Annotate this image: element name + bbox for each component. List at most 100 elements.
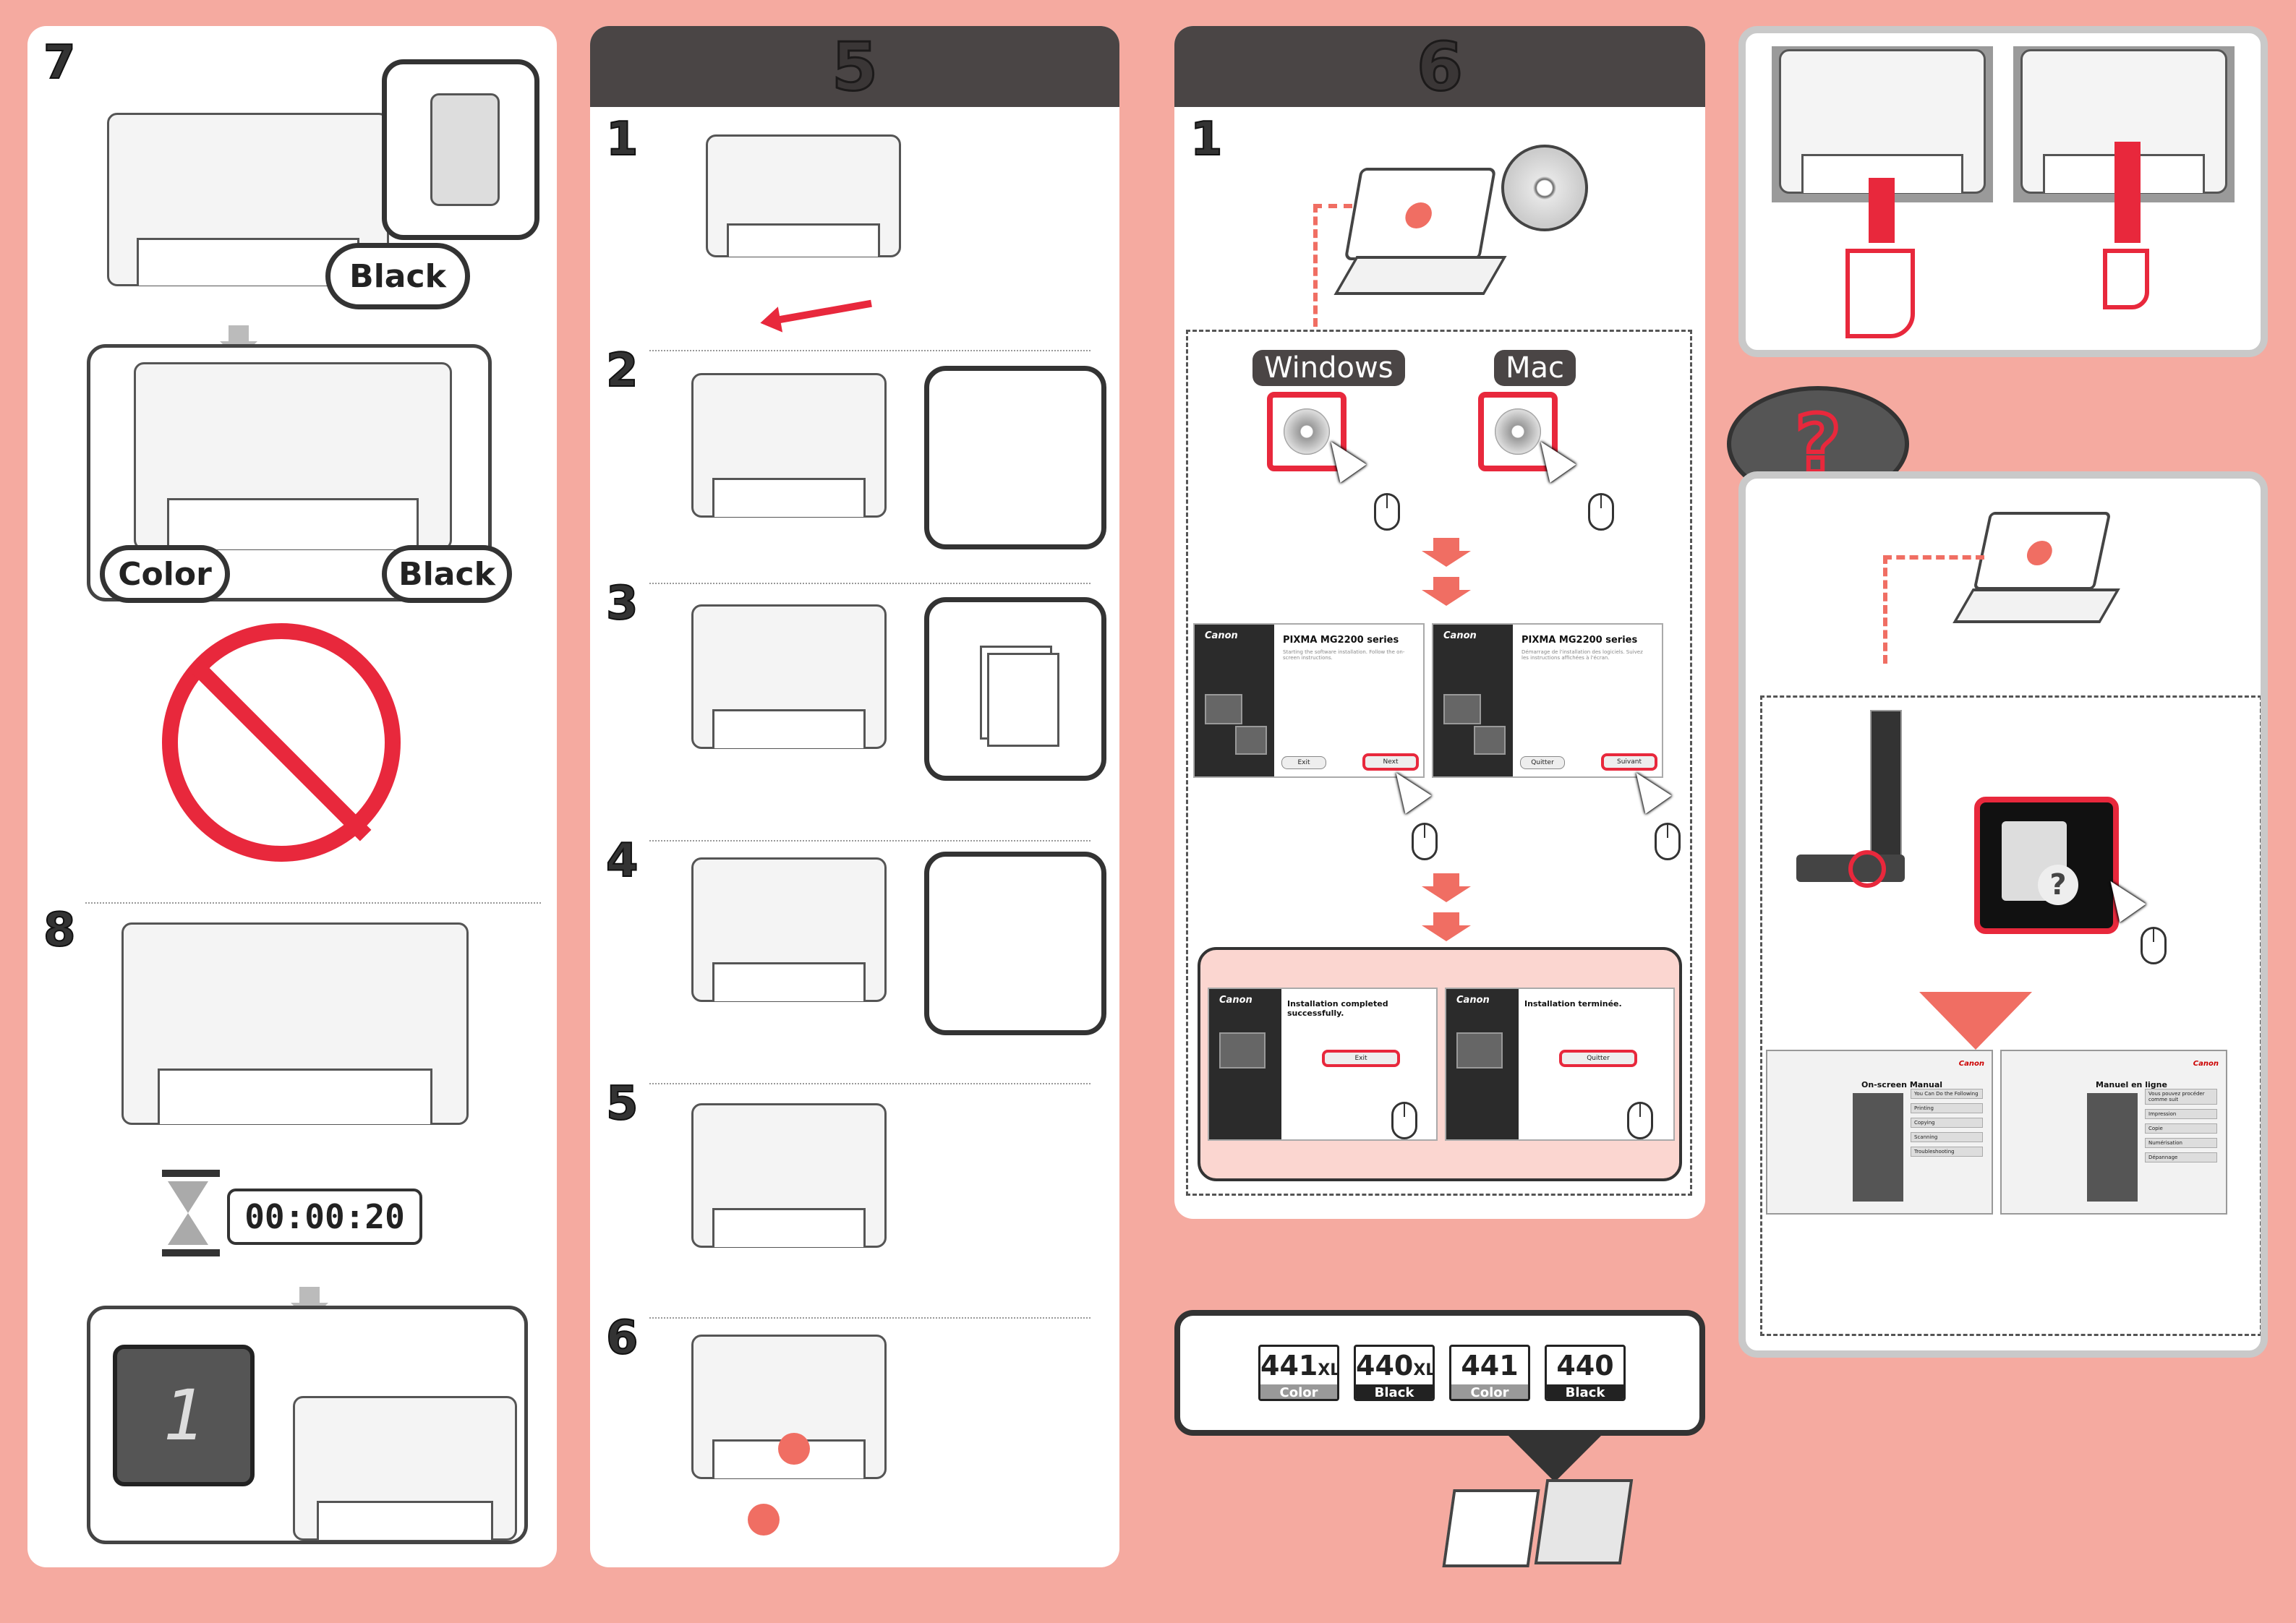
- mouse-icon: [1391, 1102, 1417, 1139]
- zoom-box-step-3: [924, 597, 1106, 781]
- done-screen-title: Installation terminée.: [1524, 999, 1622, 1009]
- divider: [649, 583, 1091, 584]
- down-arrow-icon: [1422, 538, 1471, 567]
- ink-label: Color: [1451, 1384, 1528, 1399]
- ink-card-440xl: 440XL Black: [1354, 1345, 1435, 1401]
- section-header-6: 6: [1174, 26, 1705, 107]
- manual-menu-item[interactable]: Impression: [2145, 1109, 2217, 1119]
- section-number-6: 6: [1415, 27, 1464, 106]
- thumbnail: [1235, 726, 1267, 755]
- setup-screen-fr: Canon PIXMA MG2200 series Démarrage de l…: [1432, 623, 1663, 778]
- help-shortcut-icon[interactable]: [1848, 850, 1886, 888]
- install-frame: [1186, 330, 1692, 1196]
- manual-menu-item[interactable]: Numérisation: [2145, 1138, 2217, 1148]
- manual-en: Canon On-screen Manual You Can Do the Fo…: [1766, 1050, 1993, 1215]
- ink-number: 440XL: [1356, 1347, 1433, 1384]
- manual-icon-zoom[interactable]: ?: [1974, 797, 2119, 934]
- printer-step-4: [691, 857, 887, 1002]
- manual-menu-item[interactable]: Vous pouvez procéder comme suit: [2145, 1089, 2217, 1105]
- step-5-4: 4: [605, 834, 639, 888]
- setup-screen-subtitle: Démarrage de l'installation des logiciel…: [1522, 649, 1643, 661]
- section-number-5: 5: [830, 27, 879, 106]
- exit-button[interactable]: Exit: [1322, 1050, 1400, 1067]
- manual-menu-item[interactable]: Printing: [1911, 1103, 1983, 1113]
- section-header-5: 5: [590, 26, 1119, 107]
- label-color: Color: [100, 545, 230, 603]
- ink-label: Color: [1260, 1384, 1337, 1399]
- canon-logo: Canon: [2193, 1060, 2219, 1068]
- divider: [649, 350, 1091, 351]
- done-screen-title: Installation completed successfully.: [1287, 999, 1388, 1018]
- ink-cartridge-panel: 441XL Color 440XL Black 441 Color 440 Bl…: [1174, 1310, 1705, 1436]
- quit-button[interactable]: Quitter: [1520, 756, 1565, 769]
- zoom-box-step-2: [924, 366, 1106, 549]
- ink-number-value: 441: [1260, 1350, 1318, 1382]
- paper-stack-icon: [987, 653, 1059, 747]
- panel-section-5: 5 1 2 3 4 5 6: [590, 26, 1119, 1567]
- ink-suffix: XL: [1413, 1361, 1435, 1379]
- dashed-connector: [1313, 204, 1352, 208]
- ink-number: 441: [1451, 1347, 1528, 1384]
- ink-label: Black: [1356, 1384, 1433, 1399]
- next-button-fr[interactable]: Suivant: [1601, 753, 1657, 771]
- thumbnail: [1474, 726, 1506, 755]
- printer-carriage-illustration: [107, 113, 389, 286]
- done-screen-sidebar: Canon: [1209, 989, 1281, 1139]
- mouse-icon: [1627, 1102, 1653, 1139]
- mouse-icon: [1374, 493, 1400, 531]
- step-5-2: 2: [605, 343, 639, 398]
- ink-cartridges-illustration: [1442, 1489, 1540, 1567]
- manual-menu-item[interactable]: Scanning: [1911, 1132, 1983, 1142]
- divider: [85, 902, 541, 904]
- printer-step-5: [691, 1103, 887, 1248]
- manual-photo: [1853, 1093, 1903, 1202]
- thumbnail: [1456, 1032, 1503, 1069]
- ink-label: Black: [1547, 1384, 1623, 1399]
- prohibited-icon: [162, 623, 401, 862]
- step-6-1: 1: [1190, 112, 1224, 167]
- windows-installer-icon[interactable]: [1267, 392, 1347, 471]
- printer-step-3: [691, 604, 887, 749]
- mouse-icon: [1412, 823, 1438, 860]
- dashed-connector: [1313, 204, 1318, 327]
- mac-label: Mac: [1494, 350, 1576, 386]
- ink-cartridges-illustration: [1534, 1479, 1634, 1564]
- large-paper-icon: [1845, 249, 1915, 338]
- mac-installer-icon[interactable]: [1478, 392, 1558, 471]
- ink-card-441: 441 Color: [1449, 1345, 1530, 1401]
- manual-menu-item[interactable]: You Can Do the Following: [1911, 1089, 1983, 1099]
- manual-menu-item[interactable]: Dépannage: [2145, 1152, 2217, 1162]
- quit-button[interactable]: Quitter: [1559, 1050, 1637, 1067]
- printer-front-illustration: [1779, 49, 1986, 194]
- thumbnail: [1443, 694, 1481, 724]
- hourglass-icon: [162, 1170, 220, 1256]
- cartridge-zoom-box: [382, 59, 539, 240]
- mouse-icon: [1588, 493, 1614, 531]
- down-arrow-icon: [1422, 873, 1471, 902]
- thumbnail: [1205, 694, 1242, 724]
- next-button[interactable]: Next: [1362, 753, 1419, 771]
- manual-menu-item[interactable]: Copie: [2145, 1123, 2217, 1134]
- canon-logo: Canon: [1205, 630, 1238, 641]
- manual-title: On-screen Manual: [1861, 1080, 1943, 1089]
- ink-number: 440: [1547, 1347, 1623, 1384]
- down-arrow-icon: [1422, 912, 1471, 941]
- manual-menu-item[interactable]: Troubleshooting: [1911, 1147, 1983, 1157]
- laptop-icon: [1344, 168, 1497, 260]
- canon-logo: Canon: [1958, 1060, 1984, 1068]
- divider: [649, 1317, 1091, 1319]
- mouse-icon: [2141, 927, 2167, 964]
- step-5-3: 3: [605, 576, 639, 631]
- paper-slot-photo-large: [1772, 46, 1993, 202]
- ink-suffix: XL: [1318, 1361, 1339, 1379]
- arrow-icon: [778, 299, 872, 324]
- divider: [649, 840, 1091, 842]
- up-arrow-icon: [1869, 178, 1895, 243]
- manual-menu-item[interactable]: Copying: [1911, 1118, 1983, 1128]
- step-5-1: 1: [605, 112, 639, 167]
- done-screen-sidebar: Canon: [1446, 989, 1519, 1139]
- small-paper-icon: [2103, 249, 2149, 309]
- exit-button[interactable]: Exit: [1281, 756, 1326, 769]
- setup-screen-title: PIXMA MG2200 series: [1283, 635, 1399, 646]
- windows-label: Windows: [1252, 350, 1405, 386]
